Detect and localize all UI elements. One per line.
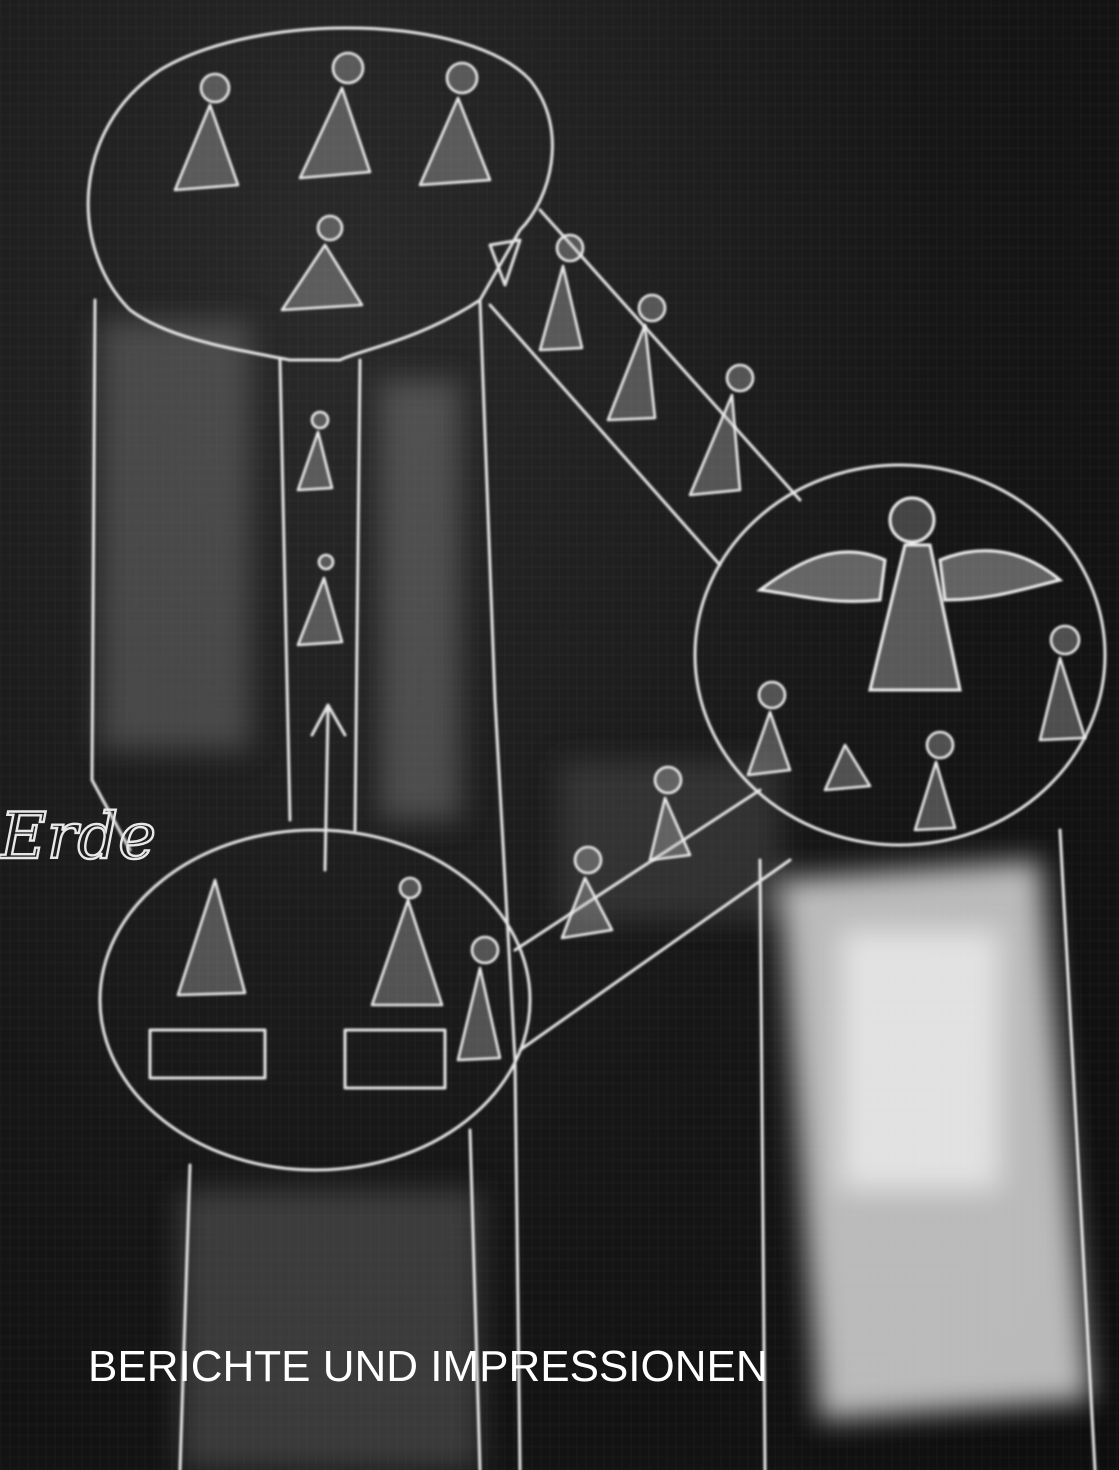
figure-earth-1	[178, 880, 245, 995]
figure-band-2	[608, 295, 665, 420]
grave-right	[345, 1030, 445, 1088]
figure-earth-3	[458, 937, 500, 1060]
earth-bubble-outline	[100, 830, 530, 1170]
angel-figure	[760, 498, 1060, 690]
figure-band-1	[540, 235, 583, 350]
figure-band-3	[690, 365, 753, 495]
upper-arrow-head	[490, 240, 520, 285]
figure-right-2	[1040, 626, 1085, 740]
figure-top-2	[300, 53, 370, 178]
figure-lower-band-3	[748, 682, 790, 775]
figure-column-1	[298, 412, 332, 490]
caption-text: BERICHTE UND IMPRESSIONEN	[88, 1342, 768, 1392]
figure-top-1	[175, 74, 238, 190]
angel-wing-left	[760, 552, 885, 601]
figure-right-1	[915, 732, 955, 830]
right-pillar-outline	[480, 300, 520, 1470]
upward-arrow	[312, 705, 345, 870]
figure-top-4	[282, 216, 362, 310]
angel-wing-right	[940, 551, 1060, 600]
figure-right-3	[825, 745, 870, 790]
figure-column-2	[298, 555, 342, 645]
chalk-label-erde: Erde	[0, 800, 156, 874]
figure-earth-2	[372, 878, 442, 1005]
grave-left	[150, 1030, 265, 1078]
figure-top-3	[420, 63, 490, 185]
top-bubble-outline	[88, 28, 552, 360]
